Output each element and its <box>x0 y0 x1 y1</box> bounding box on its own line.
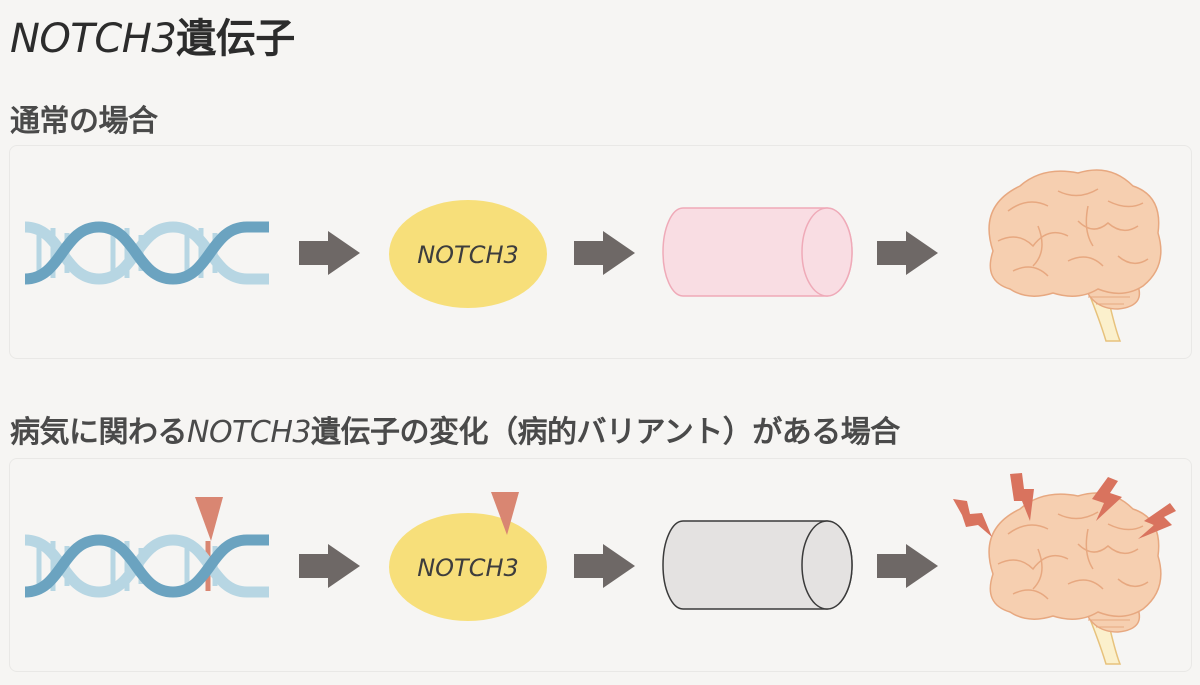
protein-label-normal: NOTCH3 <box>417 241 519 269</box>
heading-suffix: 遺伝子の変化（病的バリアント）がある場合 <box>310 415 900 450</box>
right-arrow-icon <box>574 231 635 275</box>
panel-normal: NOTCH3 <box>9 145 1192 359</box>
right-arrow-icon <box>877 544 938 588</box>
title-suffix: 遺伝子 <box>176 16 295 62</box>
right-arrow-icon <box>574 544 635 588</box>
section-heading-variant: 病気に関わるNOTCH3遺伝子の変化（病的バリアント）がある場合 <box>10 407 900 451</box>
right-arrow-icon <box>299 231 360 275</box>
normal-pathway-svg: NOTCH3 <box>24 169 1162 342</box>
right-arrow-icon <box>299 544 360 588</box>
lightning-icon <box>1138 503 1176 539</box>
heading-prefix: 病気に関わる <box>10 415 188 450</box>
mutation-marker-icon <box>195 497 223 541</box>
blood-vessel-icon <box>662 207 853 297</box>
variant-pathway-svg: NOTCH3 <box>24 473 1176 665</box>
right-arrow-icon <box>877 231 938 275</box>
page-title: NOTCH3遺伝子 <box>10 6 295 64</box>
mutation-marker-icon <box>491 492 519 535</box>
section-heading-normal: 通常の場合 <box>10 104 158 139</box>
heading-gene-name: NOTCH3 <box>187 415 311 450</box>
protein-oval-icon: NOTCH3 <box>389 513 547 621</box>
title-gene-name: NOTCH3 <box>10 16 177 62</box>
protein-label-variant: NOTCH3 <box>417 554 519 582</box>
lightning-icon <box>1092 477 1122 521</box>
lightning-icon <box>953 499 992 537</box>
panel-variant: NOTCH3 <box>9 458 1192 672</box>
protein-oval-icon: NOTCH3 <box>389 200 547 308</box>
dna-helix-icon <box>24 221 269 285</box>
brain-icon <box>988 492 1162 665</box>
dna-helix-icon <box>24 534 269 598</box>
lightning-icon <box>1010 473 1034 521</box>
brain-icon <box>988 169 1162 342</box>
blood-vessel-icon <box>662 520 853 610</box>
